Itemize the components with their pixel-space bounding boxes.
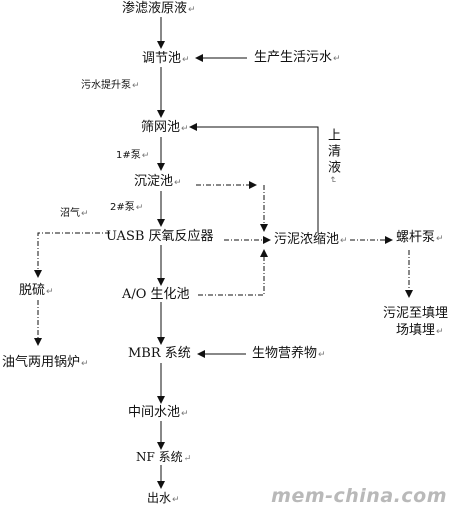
node-screen-tank: 筛网池↵ xyxy=(141,120,189,135)
node-screw-pump: 螺杆泵↵ xyxy=(396,230,444,245)
edge-label-biogas: 沼气↵ xyxy=(60,208,89,219)
edge-label-lift-pump: 污水提升泵↵ xyxy=(81,80,140,91)
node-nutrients: 生物营养物↵ xyxy=(252,346,326,361)
node-sludge-landfill-1: 污泥至填埋 xyxy=(383,306,449,321)
edge-label-pump1: 1#泵↵ xyxy=(116,150,150,161)
edge-label-pump2: 2#泵↵ xyxy=(110,202,144,213)
node-domestic-sewage: 生产生活污水↵ xyxy=(254,50,341,65)
node-regulating-tank: 调节池↵ xyxy=(142,51,190,66)
node-uasb: UASB 厌氧反应器 xyxy=(106,229,214,244)
node-sludge-thickener: 污泥浓缩池↵ xyxy=(274,232,348,247)
node-settling-tank: 沉淀池↵ xyxy=(134,174,182,189)
node-intermediate-tank: 中间水池↵ xyxy=(128,405,189,420)
node-mbr: MBR 系统 xyxy=(128,346,191,361)
node-sludge-landfill-2: 场填埋↵ xyxy=(396,323,444,338)
edge-biogas xyxy=(34,232,110,278)
node-effluent: 出水↵ xyxy=(147,491,180,505)
node-boiler: 油气两用锅炉↵ xyxy=(2,355,89,370)
edge-ao-sludge-up xyxy=(198,249,268,296)
node-ao-tank: A/O 生化池 xyxy=(122,287,190,302)
node-desulfurization: 脱硫↵ xyxy=(19,283,54,298)
edge-supernatant-return xyxy=(189,123,319,233)
node-leachate: 渗滤液原液↵ xyxy=(122,1,196,16)
watermark: mem-china.com xyxy=(271,485,447,507)
edge-label-supernatant: 上清液↵ xyxy=(325,128,340,187)
node-nf: NF 系统↵ xyxy=(136,450,192,464)
